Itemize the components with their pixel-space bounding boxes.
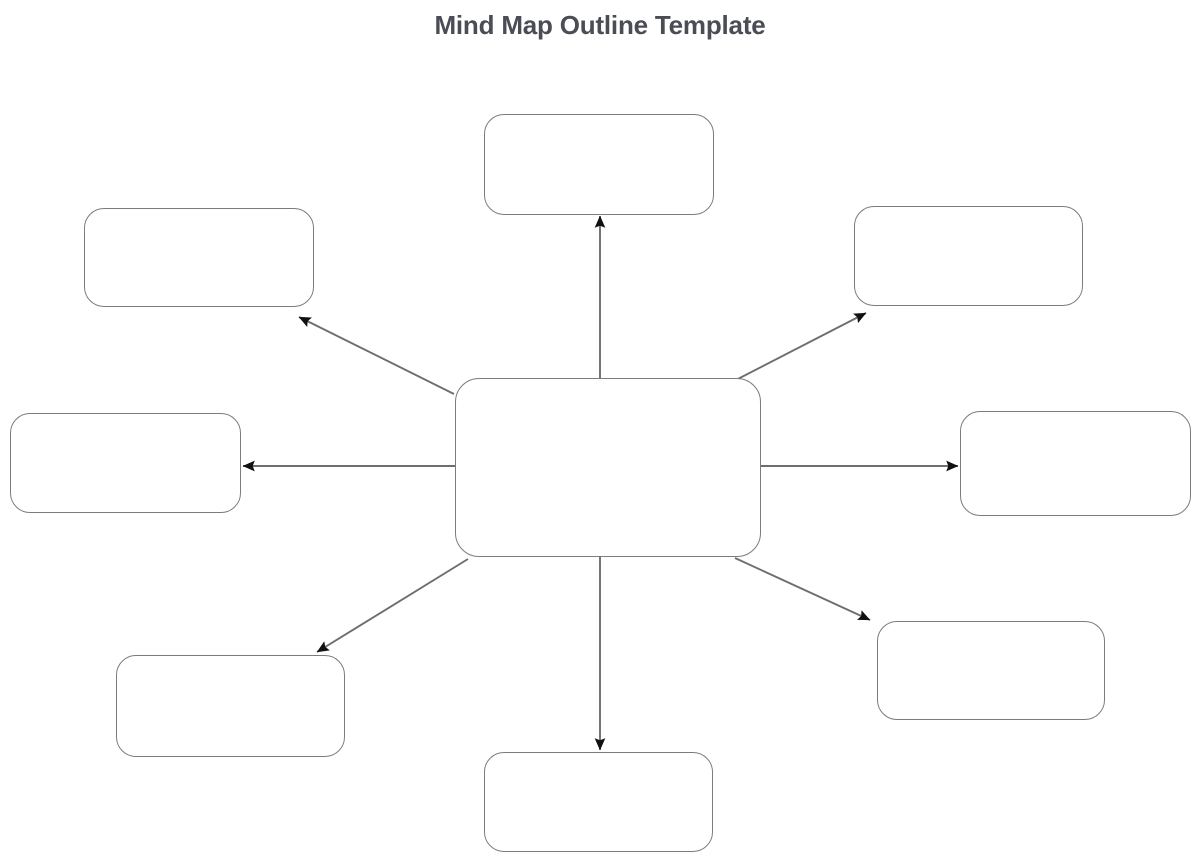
edge-to-bottom-right [734, 557, 871, 621]
branch-top[interactable] [484, 114, 714, 215]
edge-to-top-left [298, 316, 455, 395]
edge-to-top-right [731, 312, 867, 383]
branch-top-right[interactable] [854, 206, 1083, 306]
branch-right[interactable] [960, 411, 1191, 516]
central[interactable] [455, 378, 761, 557]
edge-to-bottom-left [316, 558, 469, 653]
branch-left[interactable] [10, 413, 241, 513]
branch-top-left[interactable] [84, 208, 314, 307]
connector-lines [242, 215, 959, 751]
branch-bottom-right[interactable] [877, 621, 1105, 720]
branch-bottom[interactable] [484, 752, 713, 852]
branch-bottom-left[interactable] [116, 655, 345, 757]
page-title: Mind Map Outline Template [434, 10, 766, 40]
